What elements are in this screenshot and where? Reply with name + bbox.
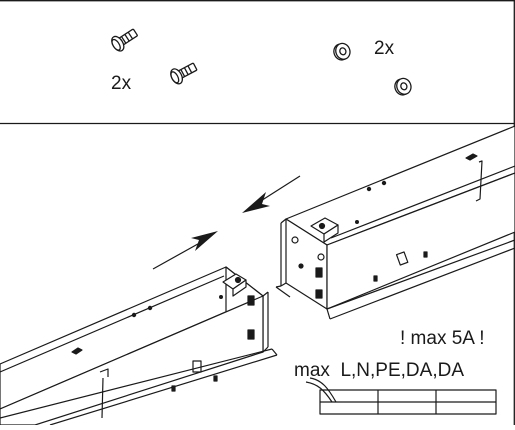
current-warning: ! max 5A ! bbox=[400, 328, 485, 349]
arrow-right-icon bbox=[152, 231, 218, 270]
screw-icon bbox=[111, 28, 138, 52]
screws-quantity: 2x bbox=[111, 73, 132, 94]
right-channel bbox=[275, 125, 515, 320]
left-channel bbox=[0, 266, 278, 425]
arrow-left-icon bbox=[242, 175, 301, 213]
nuts-quantity: 2x bbox=[374, 38, 395, 59]
screw-icon bbox=[170, 62, 198, 85]
nut-icon bbox=[394, 77, 412, 96]
wiring-terminal bbox=[305, 377, 497, 415]
wiring-label: max L,N,PE,DA,DA bbox=[294, 360, 464, 381]
nut-icon bbox=[333, 42, 351, 61]
